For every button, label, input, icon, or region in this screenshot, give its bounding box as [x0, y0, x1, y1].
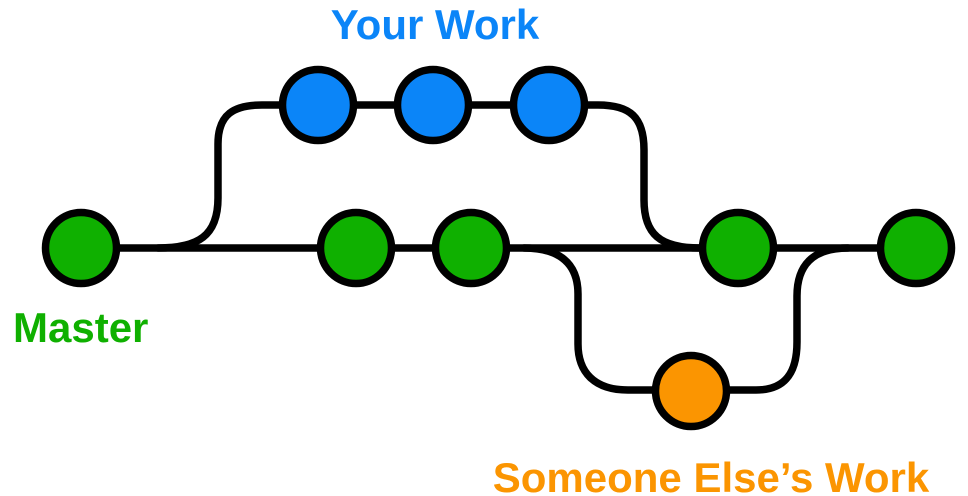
master-commit-node-5	[876, 208, 956, 288]
master-commit-node-1	[41, 208, 121, 288]
your-work-commit-node-2	[393, 65, 473, 145]
master-commit-node-2	[316, 208, 396, 288]
master-branch-label: Master	[13, 304, 148, 351]
master-commit-node-3	[431, 208, 511, 288]
your-work-commit-node-1	[278, 65, 358, 145]
someone-else-commit-node-1	[651, 351, 731, 431]
someone-elses-branch-label: Someone Else’s Work	[493, 454, 930, 496]
master-commit-node-4	[698, 208, 778, 288]
your-work-branch-label: Your Work	[331, 1, 540, 48]
your-work-commit-node-3	[509, 65, 589, 145]
